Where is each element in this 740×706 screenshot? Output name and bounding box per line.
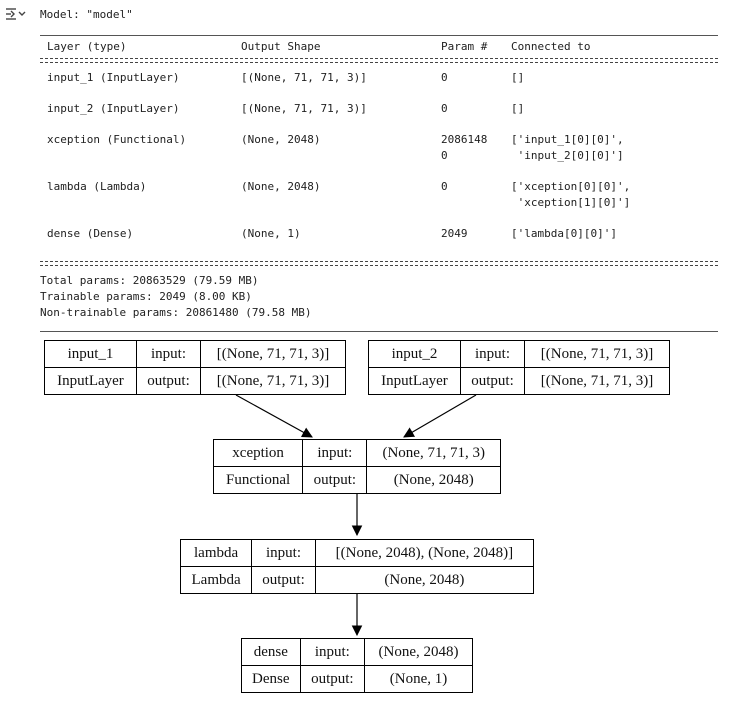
node-input-shape: [(None, 2048), (None, 2048)] [314, 539, 535, 567]
node-name: input_2 [368, 340, 461, 368]
header-layer-type: Layer (type) [47, 40, 127, 53]
node-type: Lambda [179, 566, 253, 594]
node-dense[interactable]: dense input: (None, 2048) Dense output: … [241, 638, 473, 693]
row-connected: [] [511, 71, 525, 84]
node-input-shape: (None, 2048) [364, 638, 473, 666]
node-input-label: input: [135, 340, 202, 368]
row-params: 0 [441, 180, 448, 193]
node-xception[interactable]: xception input: (None, 71, 71, 3) Functi… [212, 439, 501, 494]
row-layer: input_1 (InputLayer) [47, 71, 180, 84]
total-params: Total params: 20863529 (79.59 MB) [40, 274, 259, 287]
row-layer: lambda (Lambda) [47, 180, 147, 193]
node-name: dense [241, 638, 301, 666]
node-input-label: input: [299, 638, 366, 666]
row-layer: dense (Dense) [47, 227, 134, 240]
node-output-shape: [(None, 71, 71, 3)] [524, 367, 670, 395]
row-shape: (None, 1) [241, 227, 301, 240]
row-params: 0 [441, 71, 448, 84]
node-input-2[interactable]: input_2 input: [(None, 71, 71, 3)] Input… [368, 340, 670, 395]
node-name: input_1 [44, 340, 137, 368]
node-type: Dense [241, 665, 301, 693]
header-connected-to: Connected to [511, 40, 591, 53]
node-output-label: output: [459, 367, 526, 395]
row-connected: 'input_2[0][0]'] [511, 149, 624, 162]
row-layer: input_2 (InputLayer) [47, 102, 180, 115]
node-output-label: output: [299, 665, 366, 693]
model-summary: Model: "model" Layer (type) Output Shape… [0, 0, 740, 336]
node-lambda[interactable]: lambda input: [(None, 2048), (None, 2048… [179, 539, 535, 594]
node-type: Functional [212, 466, 304, 494]
row-params: 0 [441, 149, 448, 162]
node-input-shape: [(None, 71, 71, 3)] [524, 340, 670, 368]
row-connected: ['lambda[0][0]'] [511, 227, 617, 240]
node-input-label: input: [459, 340, 526, 368]
header-param-count: Param # [441, 40, 488, 53]
header-output-shape: Output Shape [241, 40, 321, 53]
node-output-label: output: [251, 566, 316, 594]
row-connected: ['input_1[0][0]', [511, 133, 624, 146]
node-output-label: output: [302, 466, 368, 494]
node-input-label: input: [302, 439, 368, 467]
node-type: InputLayer [44, 367, 137, 395]
table-bottom-rule [40, 331, 718, 332]
node-output-shape: (None, 2048) [314, 566, 535, 594]
trainable-params: Trainable params: 2049 (8.00 KB) [40, 290, 252, 303]
table-top-rule [40, 35, 718, 36]
node-output-label: output: [135, 367, 202, 395]
non-trainable-params: Non-trainable params: 20861480 (79.58 MB… [40, 306, 312, 319]
row-shape: [(None, 71, 71, 3)] [241, 102, 367, 115]
row-connected: ['xception[0][0]', [511, 180, 631, 193]
row-params: 0 [441, 102, 448, 115]
row-connected: 'xception[1][0]'] [511, 196, 631, 209]
row-shape: (None, 2048) [241, 180, 321, 193]
row-shape: (None, 2048) [241, 133, 321, 146]
row-params: 2086148 [441, 133, 488, 146]
footer-double-rule [40, 261, 718, 266]
model-name-line: Model: "model" [40, 8, 133, 21]
row-shape: [(None, 71, 71, 3)] [241, 71, 367, 84]
node-input-shape: [(None, 71, 71, 3)] [200, 340, 346, 368]
node-name: xception [212, 439, 304, 467]
node-name: lambda [179, 539, 253, 567]
node-type: InputLayer [368, 367, 461, 395]
node-input-1[interactable]: input_1 input: [(None, 71, 71, 3)] Input… [44, 340, 346, 395]
node-input-shape: (None, 71, 71, 3) [366, 439, 501, 467]
header-double-rule [40, 58, 718, 63]
row-params: 2049 [441, 227, 468, 240]
edge-input1-xception [235, 394, 313, 438]
node-output-shape: [(None, 71, 71, 3)] [200, 367, 346, 395]
output-toggle-icon[interactable] [5, 6, 27, 22]
row-connected: [] [511, 102, 525, 115]
edge-input2-xception [403, 394, 477, 438]
node-output-shape: (None, 2048) [366, 466, 501, 494]
node-input-label: input: [251, 539, 316, 567]
node-output-shape: (None, 1) [364, 665, 473, 693]
row-layer: xception (Functional) [47, 133, 187, 146]
